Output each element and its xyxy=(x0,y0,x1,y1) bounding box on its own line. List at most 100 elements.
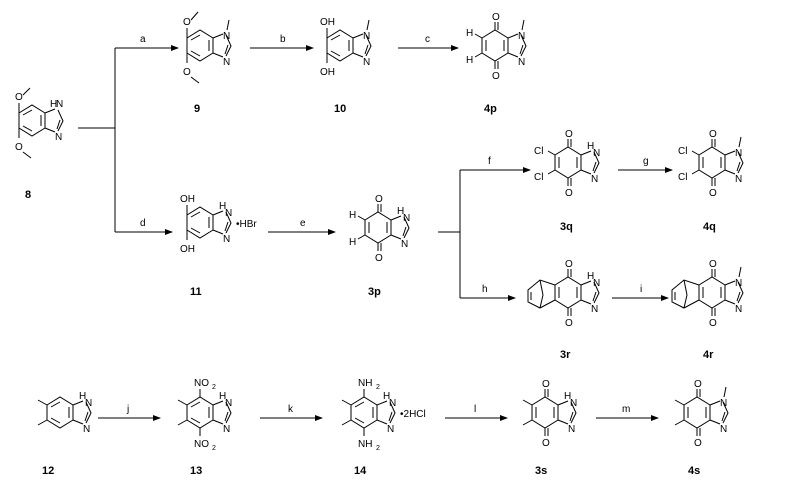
svg-text:O: O xyxy=(565,129,573,140)
reagent-k: k xyxy=(288,404,294,415)
reagent-j: j xyxy=(126,404,129,415)
branch-8 xyxy=(78,45,179,235)
svg-text:H: H xyxy=(587,271,594,282)
svg-text:Cl: Cl xyxy=(678,172,687,183)
svg-text:H: H xyxy=(564,391,571,402)
reagent-h: h xyxy=(482,284,488,295)
svg-text:O: O xyxy=(565,318,573,329)
svg-text:H: H xyxy=(397,206,404,217)
label-13: 13 xyxy=(190,465,202,477)
svg-text:N: N xyxy=(401,239,408,250)
svg-text:N: N xyxy=(225,208,232,219)
label-14: 14 xyxy=(354,465,367,477)
svg-text:N: N xyxy=(593,148,600,159)
svg-text:N: N xyxy=(518,31,525,42)
svg-text:2: 2 xyxy=(212,445,216,452)
svg-text:NO: NO xyxy=(194,378,209,389)
svg-text:H: H xyxy=(466,28,473,39)
svg-text:O: O xyxy=(15,142,23,153)
svg-text:NO: NO xyxy=(194,439,209,450)
svg-text:O: O xyxy=(542,379,550,390)
svg-text:NH: NH xyxy=(358,439,372,450)
svg-text:O: O xyxy=(694,438,702,449)
compound-4r: O O N N xyxy=(671,259,744,329)
svg-text:•HBr: •HBr xyxy=(236,219,257,230)
svg-text:2: 2 xyxy=(376,445,380,452)
svg-text:O: O xyxy=(375,253,383,264)
label-10: 10 xyxy=(334,103,346,115)
svg-text:O: O xyxy=(565,188,573,199)
label-11: 11 xyxy=(190,286,202,298)
svg-text:O: O xyxy=(709,318,717,329)
svg-text:H: H xyxy=(383,391,390,402)
svg-text:O: O xyxy=(183,67,191,78)
svg-text:N: N xyxy=(225,398,232,409)
svg-text:H: H xyxy=(79,391,86,402)
svg-text:N: N xyxy=(735,304,742,315)
label-8: 8 xyxy=(25,189,31,201)
compound-9: O O N N xyxy=(183,11,232,84)
svg-text:O: O xyxy=(183,17,191,28)
svg-text:O: O xyxy=(375,194,383,205)
svg-text:OH: OH xyxy=(320,17,335,28)
compound-4p: O O H H N N xyxy=(466,12,527,82)
svg-text:N: N xyxy=(223,57,230,68)
svg-text:N: N xyxy=(518,57,525,68)
svg-text:N: N xyxy=(389,398,396,409)
svg-text:OH: OH xyxy=(180,194,195,205)
svg-text:N: N xyxy=(403,213,410,224)
svg-text:N: N xyxy=(56,99,63,110)
svg-text:N: N xyxy=(83,424,90,435)
svg-text:N: N xyxy=(735,174,742,185)
svg-text:O: O xyxy=(15,92,23,103)
svg-text:N: N xyxy=(85,398,92,409)
label-3q: 3q xyxy=(560,221,573,233)
svg-text:O: O xyxy=(709,188,717,199)
reagent-f: f xyxy=(488,156,491,167)
reagent-e: e xyxy=(300,218,306,229)
svg-text:N: N xyxy=(591,174,598,185)
svg-text:N: N xyxy=(387,424,394,435)
label-3s: 3s xyxy=(535,465,547,477)
compound-8: O O H N N xyxy=(15,87,64,159)
svg-text:H: H xyxy=(50,99,57,110)
svg-text:H: H xyxy=(587,141,594,152)
svg-text:N: N xyxy=(363,57,370,68)
compound-4q: O O Cl Cl N N xyxy=(678,129,744,199)
compound-3q: O O Cl Cl H N N xyxy=(534,129,600,199)
svg-text:H: H xyxy=(349,210,356,221)
svg-text:Cl: Cl xyxy=(534,146,543,157)
svg-text:H: H xyxy=(466,55,473,66)
svg-text:O: O xyxy=(542,438,550,449)
label-12: 12 xyxy=(42,465,54,477)
compound-10: OH OH N N xyxy=(320,17,372,78)
reagent-m: m xyxy=(622,404,630,415)
label-9: 9 xyxy=(194,103,200,115)
label-4p: 4p xyxy=(484,103,497,115)
svg-text:OH: OH xyxy=(320,67,335,78)
svg-text:Cl: Cl xyxy=(678,146,687,157)
svg-text:2: 2 xyxy=(376,384,380,391)
svg-text:H: H xyxy=(219,391,226,402)
reagent-b: b xyxy=(280,34,286,45)
svg-text:Cl: Cl xyxy=(534,172,543,183)
compound-14: NH 2 NH 2 H N N •2HCl xyxy=(341,378,426,452)
svg-text:N: N xyxy=(735,148,742,159)
svg-text:N: N xyxy=(568,424,575,435)
svg-text:O: O xyxy=(709,259,717,270)
compound-4s: O O N N xyxy=(674,379,729,449)
svg-text:O: O xyxy=(694,379,702,390)
reagent-l: l xyxy=(474,404,476,415)
reagent-a: a xyxy=(140,34,146,45)
svg-text:H: H xyxy=(349,237,356,248)
label-4r: 4r xyxy=(703,349,714,361)
svg-text:H: H xyxy=(219,201,226,212)
reagent-g: g xyxy=(643,156,649,167)
label-3p: 3p xyxy=(368,286,381,298)
compound-3r: O O H N N xyxy=(527,259,600,329)
svg-text:N: N xyxy=(223,234,230,245)
svg-text:N: N xyxy=(591,304,598,315)
label-4q: 4q xyxy=(703,221,716,233)
label-4s: 4s xyxy=(688,465,700,477)
